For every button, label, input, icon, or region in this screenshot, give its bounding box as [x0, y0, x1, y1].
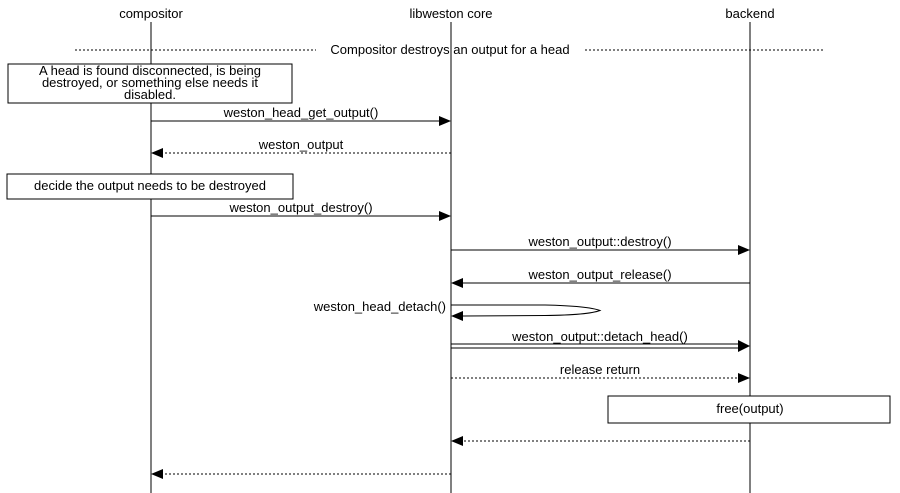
message-weston-head-detach-loop: [451, 304, 602, 317]
arrowhead-left-icon: [451, 311, 463, 321]
note-free-output-label: free(output): [716, 401, 783, 416]
note-decide-destroy-label: decide the output needs to be destroyed: [34, 178, 266, 193]
arrowhead-left-icon: [451, 278, 463, 288]
arrowhead-right-icon: [738, 373, 750, 383]
message-release-return-label: release return: [560, 362, 640, 377]
message-weston-head-get-output-label: weston_head_get_output(): [223, 105, 379, 120]
note-head-disconnected-line3: disabled.: [124, 87, 176, 102]
message-release-return: release return: [451, 362, 750, 383]
actor-label-libweston-core: libweston core: [409, 6, 492, 21]
message-weston-head-detach-label: weston_head_detach(): [313, 299, 446, 314]
arrowhead-left-icon: [451, 436, 463, 446]
note-head-disconnected: A head is found disconnected, is being d…: [7, 63, 293, 104]
note-decide-destroy: decide the output needs to be destroyed: [6, 173, 294, 200]
message-weston-output-return-label: weston_output: [258, 137, 344, 152]
message-weston-output-return: weston_output: [151, 137, 451, 158]
arrowhead-left-icon: [151, 469, 163, 479]
divider-compositor-destroys-output: Compositor destroys an output for a head: [75, 42, 825, 57]
message-weston-output-destroy: weston_output_destroy(): [151, 200, 451, 221]
note-head-disconnected-line2: destroyed, or something else needs it: [42, 75, 258, 90]
note-free-output-box: [607, 395, 891, 424]
message-weston-output-detach-head: weston_output::detach_head(): [451, 329, 750, 352]
actor-label-compositor: compositor: [119, 6, 183, 21]
note-head-disconnected-box: [7, 63, 293, 104]
message-weston-head-detach-self: weston_head_detach(): [313, 299, 602, 321]
message-return-backend-to-core: [451, 436, 750, 446]
message-return-core-to-compositor: [151, 469, 451, 479]
message-weston-output-release: weston_output_release(): [451, 267, 750, 288]
arrowhead-right-icon: [738, 245, 750, 255]
actor-label-backend: backend: [725, 6, 774, 21]
arrowhead-left-icon: [151, 148, 163, 158]
message-weston-output-release-label: weston_output_release(): [527, 267, 671, 282]
note-head-disconnected-line1: A head is found disconnected, is being: [39, 63, 261, 78]
arrowhead-right-icon: [439, 116, 451, 126]
arrowhead-right-icon: [738, 340, 750, 352]
message-weston-head-get-output: weston_head_get_output(): [151, 105, 451, 126]
note-decide-destroy-box: [6, 173, 294, 200]
message-weston-output-destroy-vfunc-label: weston_output::destroy(): [527, 234, 671, 249]
divider-label: Compositor destroys an output for a head: [330, 42, 569, 57]
message-weston-output-destroy-label: weston_output_destroy(): [228, 200, 372, 215]
message-weston-output-destroy-vfunc: weston_output::destroy(): [451, 234, 750, 255]
note-free-output: free(output): [607, 395, 891, 424]
message-weston-output-detach-head-label: weston_output::detach_head(): [511, 329, 688, 344]
arrowhead-right-icon: [439, 211, 451, 221]
